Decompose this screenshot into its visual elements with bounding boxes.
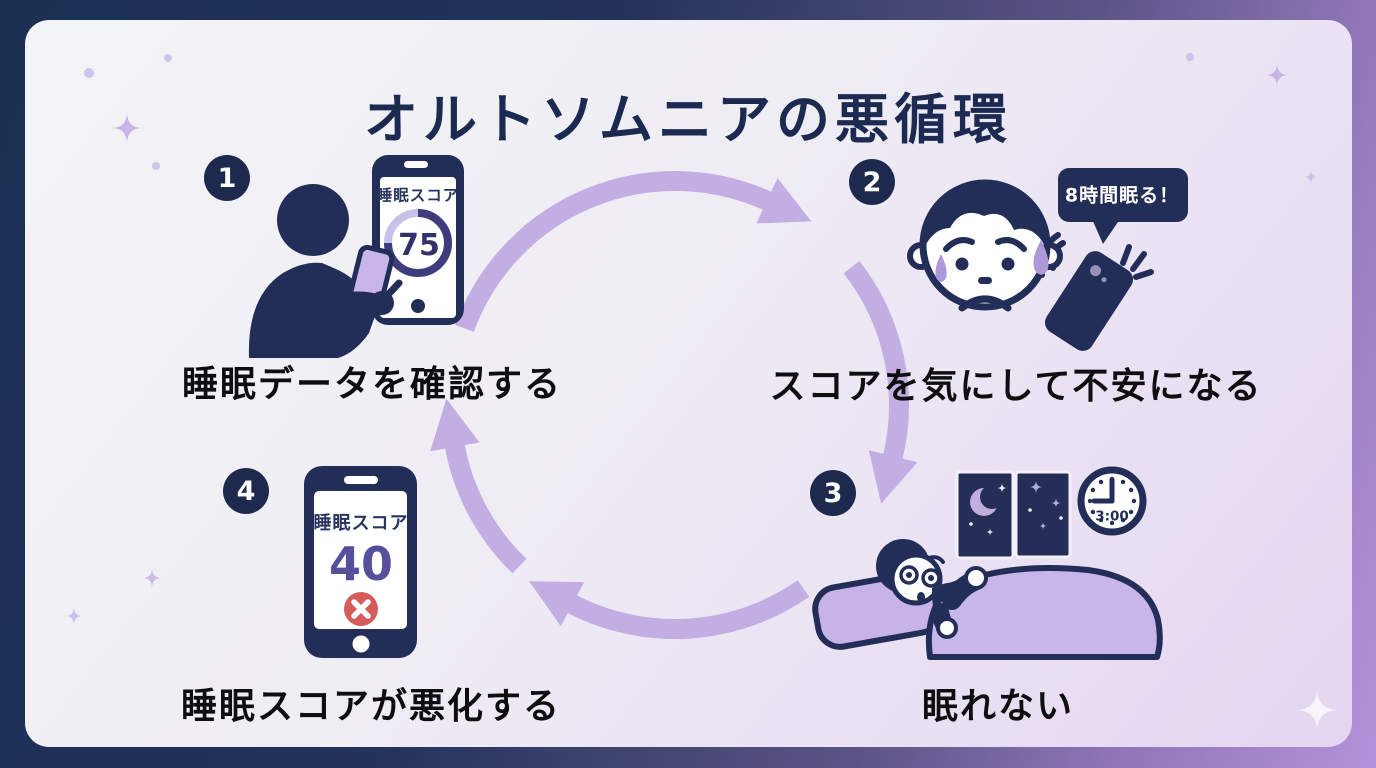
alarm-clock-icon	[1077, 466, 1147, 536]
x-mark-icon	[351, 599, 371, 619]
phone-speaker-icon	[344, 476, 378, 484]
sleep-score-header: 睡眠スコア	[376, 186, 460, 205]
step-4-label: 睡眠スコアが悪化する	[180, 686, 562, 727]
sweat-drop-icon	[935, 254, 947, 282]
phone-sleep-score-40-icon	[304, 466, 417, 658]
step-2-badge: 2	[849, 159, 895, 205]
phone-speaker-icon	[404, 161, 428, 168]
cycle-arrows-icon	[430, 171, 918, 640]
blanket-icon	[925, 565, 1163, 660]
sleep-score-header: 睡眠スコア	[313, 513, 409, 534]
clock-time: 3:00	[1095, 508, 1129, 525]
step-3-label: 眠れない	[921, 686, 1075, 727]
stars-icon	[969, 480, 1063, 536]
step-4-badge: 4	[223, 468, 269, 514]
person-checking-phone-icon	[248, 184, 403, 358]
sleep-score-value-bad: 40	[328, 537, 394, 591]
score-ring-progress-icon	[384, 209, 452, 277]
sleepless-person-in-bed-icon	[812, 539, 1163, 660]
page-title: オルトソムニアの悪循環	[364, 88, 1012, 152]
step-2-label: スコアを気にして不安になる	[769, 366, 1263, 407]
speech-bubble-text: 8時間眠る！	[1064, 184, 1180, 207]
speech-bubble-icon	[1058, 168, 1188, 244]
night-windows-icon	[955, 470, 1072, 560]
sparkle-decorations	[65, 53, 1339, 732]
home-button-icon	[352, 635, 370, 653]
step-3-badge: 3	[810, 470, 856, 516]
step-1-label: 睡眠データを確認する	[181, 364, 563, 405]
sleep-score-value-good: 75	[398, 228, 440, 263]
sweat-drop-icon	[1033, 240, 1049, 275]
step-1-badge: 1	[204, 155, 250, 201]
home-button-icon	[411, 299, 425, 313]
worried-face-icon	[907, 179, 1063, 312]
